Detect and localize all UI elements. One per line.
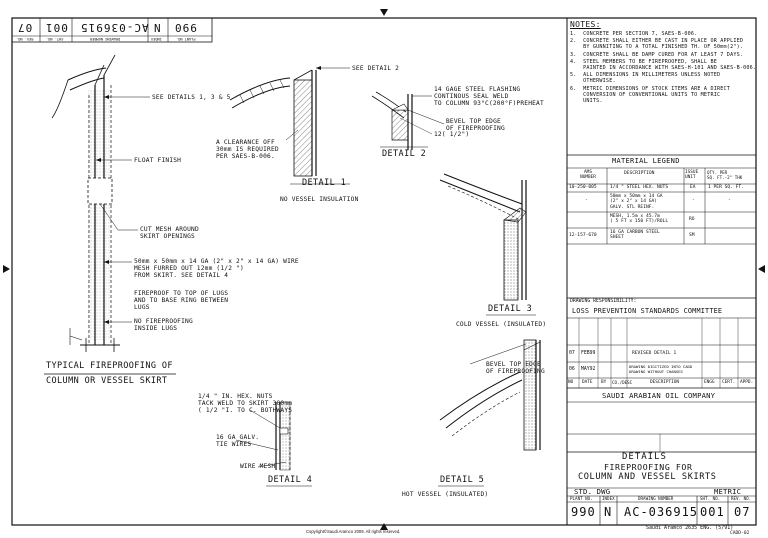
rev-row-date: FEB99 (581, 351, 596, 356)
callout-cut-mesh: CUT MESH AROUND SKIRT OPENINGS (140, 226, 199, 240)
header-plant-label: PLANT NO. (176, 37, 196, 41)
detail-5-title: DETAIL 5 (440, 475, 485, 485)
col-label-drawing: DRAWING NUMBER (638, 496, 674, 501)
title-rev: 07 (734, 505, 751, 519)
legend-header-unit: ISSUE UNIT (685, 170, 699, 180)
detail-2-title: DETAIL 2 (382, 149, 427, 159)
legend-header-desc: DESCRIPTION (624, 171, 655, 176)
note-item: 3. CONCRETE SHALL BE DAMP CURED FOR AT L… (570, 51, 744, 58)
header-rev-label: REV. NO. (16, 37, 34, 41)
rev-row-desc: REVISED DETAIL 1 (632, 351, 677, 356)
header-sheet: 001 (45, 21, 68, 34)
rev-header-co: CO./DESC (612, 380, 633, 385)
callout-flashing: 14 GAGE STEEL FLASHING CONTINOUS SEAL WE… (434, 86, 544, 107)
footer-stamp: Saudi Aramco 2635 ENG. (5/91) (646, 525, 734, 531)
callout-no-fireproofing: NO FIREPROOFING INSIDE LUGS (134, 318, 193, 332)
rev-header-by: BY (601, 380, 607, 385)
col-label-index: INDEX (602, 496, 615, 501)
header-rev: 07 (17, 21, 33, 34)
legend-row-ams: 10-250-005 (569, 185, 597, 190)
detail-1-subtitle: NO VESSEL INSULATION (280, 196, 359, 203)
note-item: 2. CONCRETE SHALL EITHER BE CAST IN PLAC… (570, 38, 744, 51)
notes-list: 1. CONCRETE PER SECTION 7, SAES-B-006. 2… (570, 31, 757, 105)
note-item: 5. ALL DIMENSIONS IN MILLIMETERS UNLESS … (570, 72, 721, 85)
rev-header-no: NO (568, 380, 574, 385)
callout-dim: 12( 1/2") (434, 131, 470, 138)
title-line-2: FIREPROOFING FOR (604, 462, 693, 472)
callout-bevel-5: BEVEL TOP EDGE OF FIREPROOFING (486, 361, 545, 375)
title-line-1: DETAILS (622, 452, 667, 462)
detail-4-title: DETAIL 4 (268, 475, 313, 485)
title-index: N (604, 505, 613, 519)
legend-row-desc: MESH, 1.5m x 45.7m ( 5 FT x 150 FT)/ROLL (610, 214, 669, 225)
rev-header-desc: DESCRIPTION (650, 380, 680, 385)
note-item: 1. CONCRETE PER SECTION 7, SAES-B-006. (570, 31, 698, 37)
header-sheet-label: SHT. NO. (46, 37, 64, 41)
title-sheet: 001 (700, 505, 725, 519)
legend-title: MATERIAL LEGEND (612, 157, 680, 165)
callout-hex-nuts: 1/4 " IN. HEX. NUTS TACK WELD TO SKIRT 3… (198, 393, 293, 414)
metric-label: METRIC (714, 487, 742, 496)
footer-code: CADD-02 (730, 531, 750, 536)
legend-row-desc: 50mm x 50mm x 14 GA (2" x 2" x 14 GA) GA… (610, 194, 663, 210)
header-index: N (153, 21, 161, 34)
callout-wire-mesh: 50mm x 50mm x 14 GA (2" x 2" x 14 GA) WI… (134, 258, 299, 279)
main-title-1: TYPICAL FIREPROOFING OF (46, 361, 173, 371)
header-drawing: AC-036915 (80, 21, 149, 34)
callout-clearance: A CLEARANCE OFF 30mm IS REQUIRED PER SAE… (216, 139, 279, 160)
title-line-3: COLUMN AND VESSEL SKIRTS (578, 472, 717, 482)
callout-see-detail-2: SEE DETAIL 2 (352, 65, 400, 72)
note-item: 6. METRIC DIMENSIONS OF STOCK ITEMS ARE … (570, 85, 731, 105)
main-title-2: COLUMN OR VESSEL SKIRT (46, 376, 168, 386)
legend-row-unit: EA (690, 185, 696, 190)
rev-row-date: MAY92 (581, 367, 596, 372)
rev-header-engg: ENGG (704, 380, 715, 385)
notes-title: NOTES: (570, 20, 601, 29)
std-dwg: STD. DWG (574, 487, 611, 496)
legend-row-ams: 12-157-670 (569, 233, 597, 238)
legend-row-ams: - (585, 198, 588, 203)
title-plant: 990 (571, 505, 596, 519)
header-drawing-label: DRAWING NUMBER (90, 37, 121, 41)
company-name: SAUDI ARABIAN OIL COMPANY (602, 391, 716, 400)
callout-fireproof-lugs: FIREPROOF TO TOP OF LUGS AND TO BASE RIN… (134, 290, 229, 311)
responsibility-label: DRAWING RESPONSIBILITY: (570, 299, 637, 304)
legend-row-qty: - (728, 198, 731, 203)
legend-row-unit: RO (689, 217, 695, 222)
callout-float-finish: FLOAT FINISH (134, 157, 182, 164)
header-plant: 990 (174, 21, 197, 34)
detail-3-subtitle: COLD VESSEL (INSULATED) (456, 321, 547, 328)
title-drawing: AC-036915 (624, 505, 699, 519)
detail-1-title: DETAIL 1 (302, 178, 347, 188)
legend-row-qty: 1 PER SQ. FT. (708, 185, 744, 190)
responsibility-value: LOSS PREVENTION STANDARDS COMMITTEE (572, 307, 723, 315)
callout-bevel-2: BEVEL TOP EDGE OF FIREPROOFING (446, 118, 505, 132)
legend-row-unit: SM (689, 233, 695, 238)
callout-wire-mesh-4: WIRE MESH (240, 463, 276, 470)
col-label-sheet: SHT. NO. (700, 496, 721, 501)
rev-row-no: 07 (569, 351, 575, 356)
note-item: 4. STEEL MEMBERS TO BE FIREPROOFED, SHAL… (570, 58, 757, 72)
col-label-rev: REV. NO. (731, 496, 752, 501)
callout-tie-wires: 16 GA GALV. TIE WIRES (216, 434, 260, 448)
col-label-plant: PLANT NO. (570, 496, 593, 501)
detail-3-title: DETAIL 3 (488, 304, 533, 314)
legend-row-desc: 16 GA CARBON STEEL SHEET (610, 230, 660, 241)
rev-header-date: DATE (582, 380, 593, 385)
callout-see-details: SEE DETAILS 1, 3 & 5 (152, 94, 231, 101)
rev-header-cert: CERT. (722, 380, 736, 385)
rev-header-appd: APPD. (740, 380, 754, 385)
rev-row-no: 06 (569, 367, 575, 372)
detail-5-subtitle: HOT VESSEL (INSULATED) (402, 491, 489, 498)
legend-row-desc: 1/4 " STEEL HEX. NUTS (610, 185, 669, 190)
legend-header-ams: AMS NUMBER (580, 170, 596, 180)
legend-header-qty: QTY. PER SQ. FT.-2" THK (707, 170, 743, 180)
legend-row-unit: - (692, 198, 695, 203)
rev-row-desc: DRAWING DIGITIZED INTO CADD DRAWING WITH… (629, 364, 693, 374)
footer-copyright: Copyright©Saudi Aramco 2009. All rights … (306, 529, 401, 534)
header-index-label: INDEX (151, 37, 162, 41)
